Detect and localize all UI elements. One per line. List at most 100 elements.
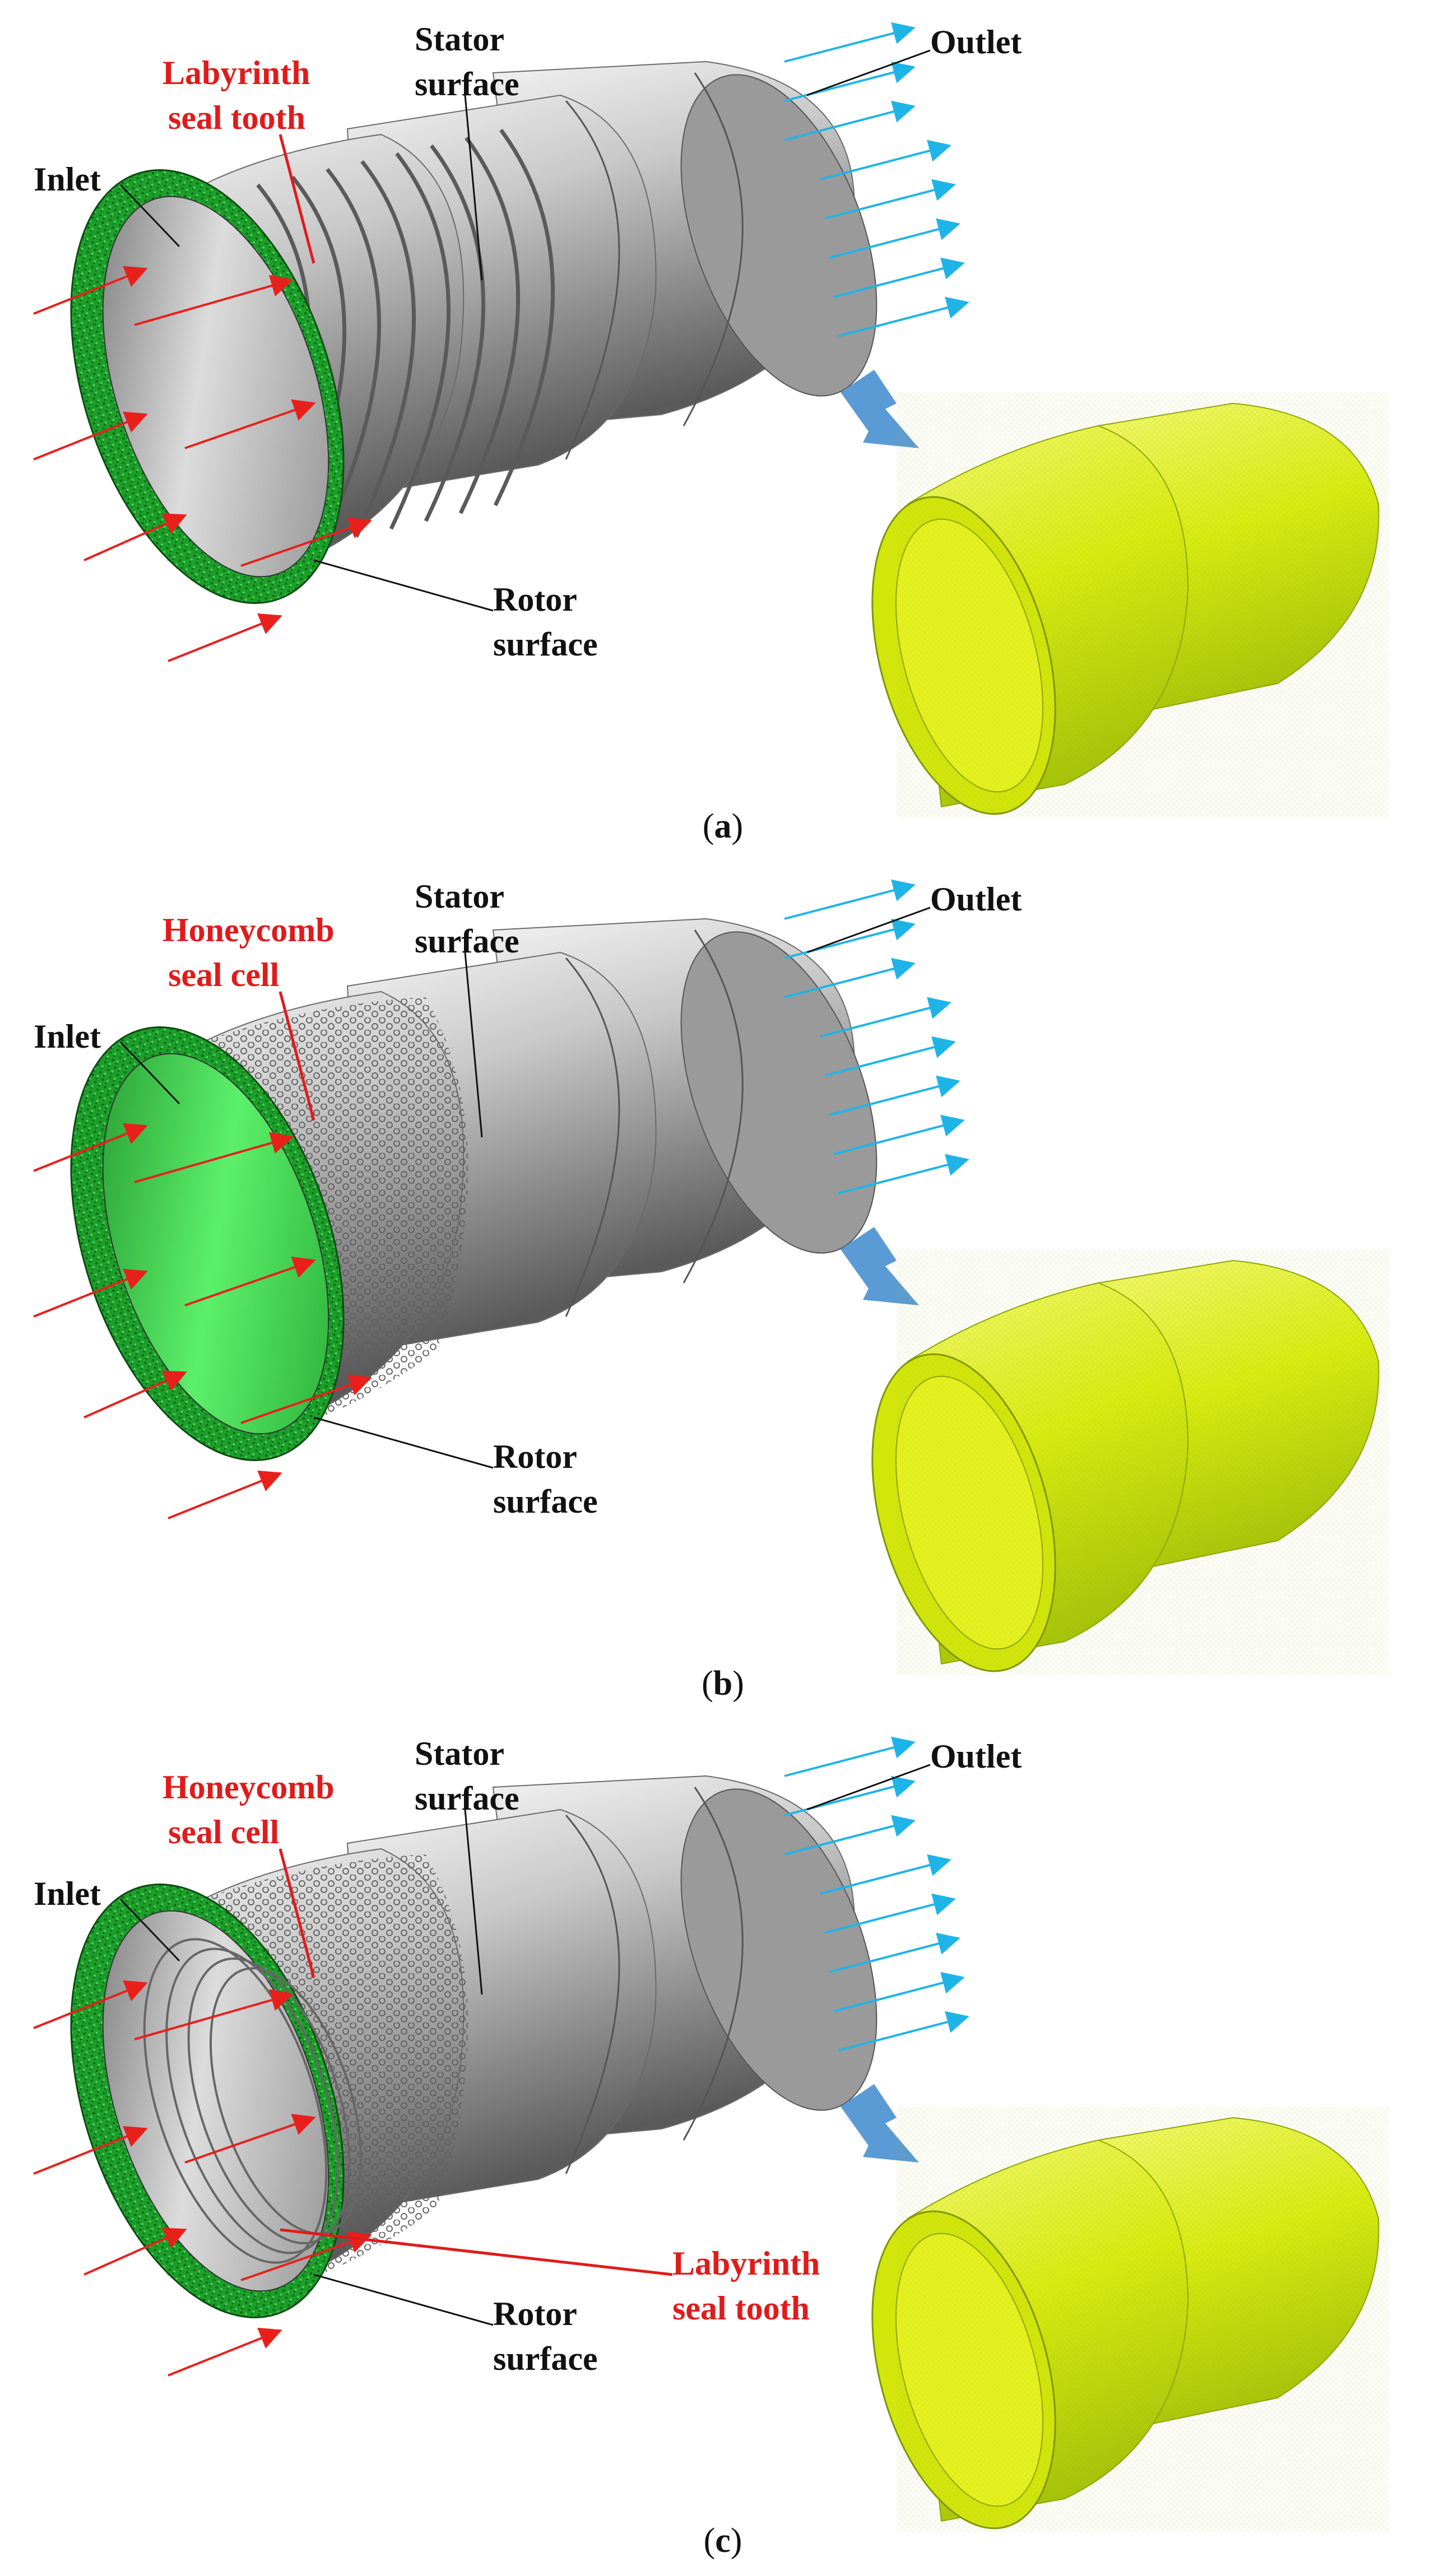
outlet-label: Outlet [930,881,1022,918]
inlet-leader [119,184,180,248]
stator-label: surface [415,1780,519,1817]
step-edge [565,1815,620,2174]
outlet-leader [806,906,931,954]
labyrinth-tooth [354,160,416,538]
step-edge [565,100,620,460]
panel-caption: (a) [703,807,743,845]
outlet-label: Outlet [930,24,1022,61]
mesh-texture [897,2107,1390,2532]
outlet-flow-arrow [838,296,969,337]
outlet-flow-arrow [784,100,916,141]
panel-caption: (b) [702,1664,744,1703]
mesh-model [871,1249,1390,1675]
inlet-leader [119,1898,180,1962]
outlet-flow-arrow [838,1154,969,1194]
mesh-texture [897,392,1390,818]
inlet-label: Inlet [34,1875,101,1912]
inlet-flow-arrow [83,513,187,561]
stator-leader [464,95,483,281]
caption-part: a [714,807,732,845]
inner-labyrinth-tooth [187,1957,351,2244]
inlet-flow-arrow [240,517,372,567]
rotor-label: Rotor [493,1438,577,1475]
labyrinth-tooth [389,152,451,530]
inlet-label: Inlet [34,161,101,198]
inlet-flow-arrow [83,1370,187,1419]
panel-c: InletOutletStatorsurfaceRotorsurfaceHone… [33,1735,1390,2560]
inlet-flow-arrow [134,1989,294,2040]
seal-label: seal tooth [168,99,305,136]
outlet-flow-arrow [820,997,951,1038]
inlet-flow-arrow [240,1374,372,1424]
leader-lines [119,906,931,1469]
rotor-label: surface [493,626,598,663]
seal-label: seal cell [168,956,279,993]
panel-caption: (c) [704,2522,742,2560]
caption-part: ) [731,2522,742,2560]
inlet-flow-arrow [33,1980,148,2029]
labyrinth-tooth [319,168,381,546]
stator-label: surface [415,923,519,960]
inlet-flow-arrow [168,1470,282,1519]
outlet-flow-arrow [824,1036,956,1077]
caption-part: ) [732,807,744,845]
outlet-flow-arrow [833,257,965,298]
inlet-flow-arrow [184,2113,316,2164]
outlet-flow-arrow [824,179,956,220]
seal-label: Labyrinth [162,54,310,91]
inlet-flow-arrow [33,266,148,315]
inlet-flow-arrow [134,275,294,326]
outlet-flow-arrow [820,140,951,180]
inlet-flow-arrow [168,613,282,662]
seal1-leader [278,1848,315,1978]
step-edge [682,1787,744,2141]
outlet-flow-arrow [784,22,916,63]
outlet-flow-arrow [784,918,916,959]
inlet-label: Inlet [34,1018,101,1055]
seal-label: Honeycomb [162,912,335,948]
step-edge [565,957,620,1317]
labyrinth-tooth [424,144,485,522]
seal-body [139,918,877,1434]
outlet-flow-arrow [820,1854,951,1895]
rotor-label: Rotor [493,2295,577,2332]
inlet-flow-arrow [240,2231,372,2281]
rotor-leader [313,2273,494,2326]
seal-label: Honeycomb [162,1769,335,1806]
step-edge [682,929,744,1284]
inlet-flow-arrow [184,399,316,449]
outlet-label: Outlet [930,1738,1022,1775]
outlet-leader [806,49,931,96]
inner-labyrinth-tooth [165,1947,339,2254]
rotor-label: surface [493,1483,598,1520]
caption-part: ( [704,2522,716,2560]
inner-labyrinth-tooth [210,1967,362,2235]
panel-b: InletOutletStatorsurfaceRotorsurfaceHone… [33,878,1390,1703]
stator-label: Stator [415,21,504,58]
inlet-leader [119,1041,180,1105]
inlet-flow-arrow [184,1256,316,1306]
caption-part: ) [732,1664,744,1703]
outlet-flow-arrow [824,1893,956,1934]
rotor-leader [313,559,494,612]
outlet-leader [806,1764,931,1811]
outlet-flow-arrow [829,1075,960,1116]
mesh-texture [897,1249,1390,1675]
caption-part: c [715,2522,731,2560]
stator-label: Stator [415,1735,504,1772]
inlet-flow-arrow [33,1123,148,1172]
leader-lines [119,1764,931,2326]
stator-leader [464,1809,483,1995]
seal-label: seal cell [168,1814,279,1850]
inlet-flow-arrow [33,411,148,461]
inlet-flow-arrow [33,1268,148,1318]
caption-part: b [713,1664,732,1703]
mesh-model [871,392,1390,818]
outlet-flow-arrow [784,1775,916,1816]
labyrinth-tooth [493,128,555,506]
inner-labyrinth-tooth [143,1938,328,2264]
inlet-flow-arrow [83,2228,187,2276]
labyrinth-tooth [458,136,520,514]
inlet-flow-arrow [33,2126,148,2175]
seal2-leader [280,2228,673,2276]
